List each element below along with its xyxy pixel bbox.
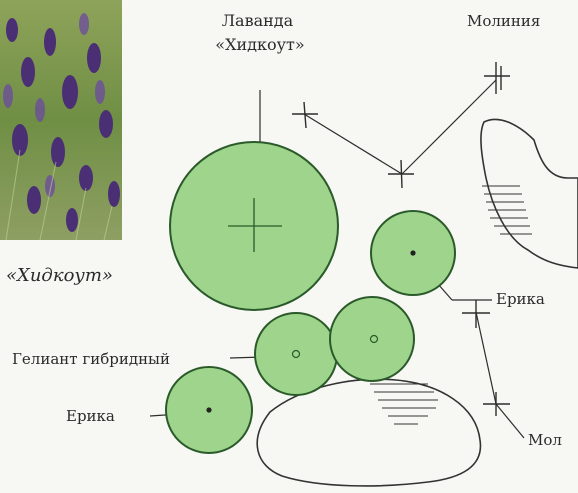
cross-marker <box>388 160 414 188</box>
cross-marker <box>484 62 510 94</box>
label-lavender-line2: «Хидкоут» <box>215 35 304 54</box>
cross-marker <box>462 300 490 328</box>
label-heliant: Гелиант гибридный <box>12 350 170 368</box>
label-lavender: Лаванда «Хидкоут» <box>215 11 304 54</box>
lavender-circle <box>170 142 338 310</box>
label-erika-right: Ерика <box>496 290 545 308</box>
lavender-photo <box>0 0 122 240</box>
cross-marker <box>483 392 510 416</box>
plant-circles <box>166 142 455 453</box>
photo-caption: «Хидкоут» <box>6 265 113 286</box>
heliant-second-circle <box>330 297 414 381</box>
cross-marker <box>292 102 318 128</box>
heliant-circle <box>255 313 337 395</box>
label-erika-left: Ерика <box>66 407 115 425</box>
erika-right-circle <box>371 211 455 295</box>
erika-left-circle <box>166 367 252 453</box>
label-molinia-top: Молиния <box>467 12 540 30</box>
heather-patch-right <box>481 119 578 268</box>
label-lavender-line1: Лаванда <box>222 11 294 30</box>
label-molinia-bottom: Мол <box>528 431 562 449</box>
